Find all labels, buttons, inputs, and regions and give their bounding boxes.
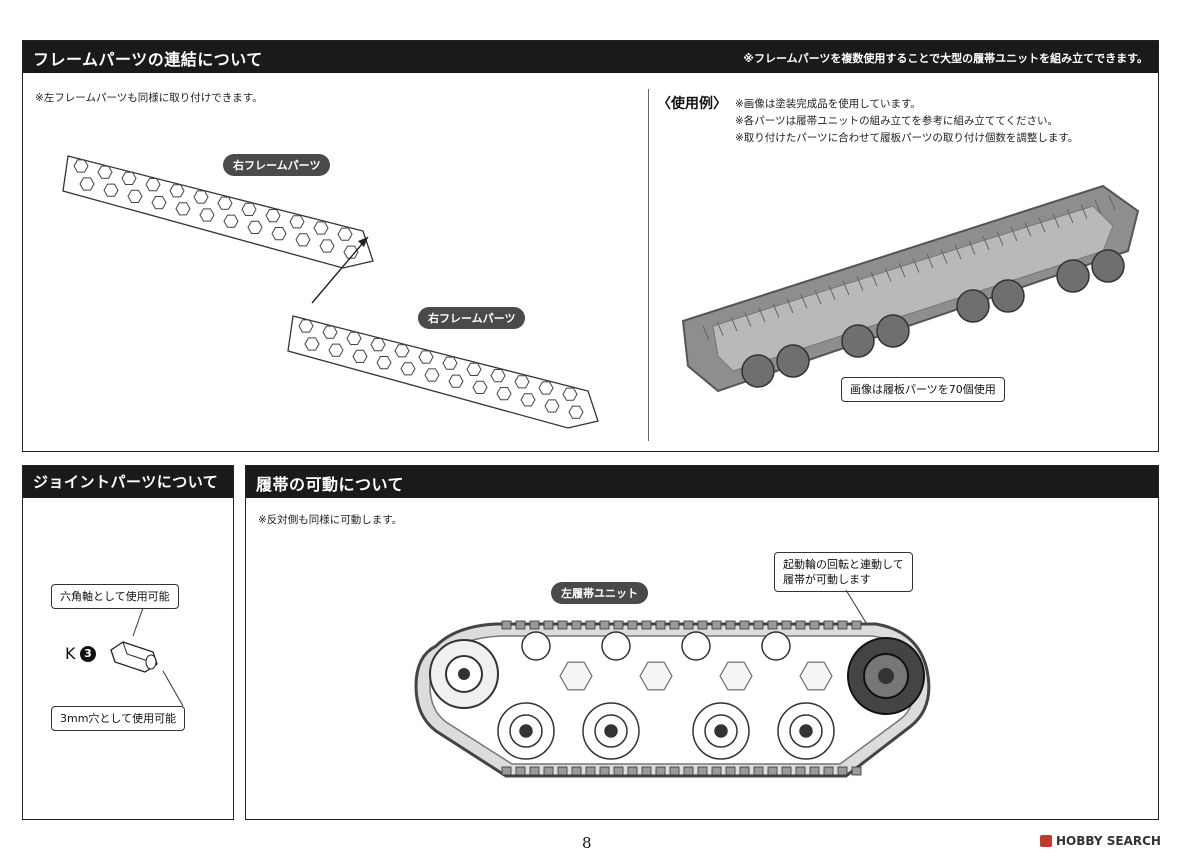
large-track-unit-photo	[681, 184, 1140, 393]
watermark: HOBBY SEARCH	[1040, 834, 1161, 848]
left-track-unit-illustration	[414, 620, 931, 778]
watermark-text: HOBBY SEARCH	[1056, 834, 1161, 848]
3mm-hole-label: 3mm穴として使用可能	[51, 706, 186, 731]
track-panel-header: 履帯の可動について	[246, 466, 1158, 498]
track-note: ※反対側も同様に可動します。	[258, 514, 403, 526]
example-note-3: ※取り付けたパーツに合わせて履板パーツの取り付け個数を調整します。	[735, 132, 1079, 144]
joint-leader-lines	[132, 607, 184, 707]
page-number: 8	[582, 834, 592, 852]
track-movement-panel: 履帯の可動について ※反対側も同様に可動します。 左履帯ユニット 起動輪の回転と…	[245, 465, 1159, 820]
right-frame-label-upper: 右フレームパーツ	[223, 154, 331, 176]
frame-panel-divider	[648, 89, 649, 441]
watermark-logo-icon	[1040, 835, 1052, 847]
example-heading: 〈使用例〉	[657, 96, 727, 112]
right-frame-part-upper-illustration	[62, 155, 374, 269]
part-number-badge: 3	[80, 646, 96, 662]
drive-wheel-label-line1: 起動輪の回転と連動して	[783, 558, 904, 571]
frame-header-note: ※フレームパーツを複数使用することで大型の履帯ユニットを組み立てできます。	[743, 52, 1148, 65]
part-letter-k: K	[65, 644, 76, 663]
frame-left-note: ※左フレームパーツも同様に取り付けできます。	[35, 92, 263, 104]
joint-panel-title: ジョイントパーツについて	[33, 473, 219, 491]
frame-panel-header: フレームパーツの連結について ※フレームパーツを複数使用することで大型の履帯ユニ…	[23, 41, 1158, 73]
frame-connection-panel: フレームパーツの連結について ※フレームパーツを複数使用することで大型の履帯ユニ…	[22, 40, 1159, 452]
connection-arrow	[311, 236, 369, 304]
drive-wheel-label-line2: 履帯が可動します	[783, 573, 871, 586]
joint-panel-header: ジョイントパーツについて	[23, 466, 233, 498]
joint-parts-panel: ジョイントパーツについて 六角軸として使用可能 K 3 3mm穴として使用可能	[22, 465, 234, 820]
example-note-1: ※画像は塗装完成品を使用しています。	[735, 98, 921, 110]
drive-sprocket	[847, 637, 925, 715]
track-panel-title: 履帯の可動について	[256, 475, 405, 494]
hex-shaft-label: 六角軸として使用可能	[51, 584, 179, 609]
example-note-2: ※各パーツは履帯ユニットの組み立てを参考に組み立ててください。	[735, 115, 1059, 127]
photo-caption: 画像は履板パーツを70個使用	[841, 377, 1005, 402]
right-frame-label-lower: 右フレームパーツ	[418, 307, 526, 329]
idler-wheel	[429, 639, 499, 709]
left-track-unit-label: 左履帯ユニット	[551, 582, 648, 604]
drive-wheel-label: 起動輪の回転と連動して 履帯が可動します	[774, 552, 913, 592]
right-frame-part-lower-illustration	[287, 315, 599, 429]
drive-label-leader	[845, 589, 869, 627]
hex-joint-part-icon	[110, 641, 158, 673]
frame-panel-title: フレームパーツの連結について	[33, 50, 263, 69]
